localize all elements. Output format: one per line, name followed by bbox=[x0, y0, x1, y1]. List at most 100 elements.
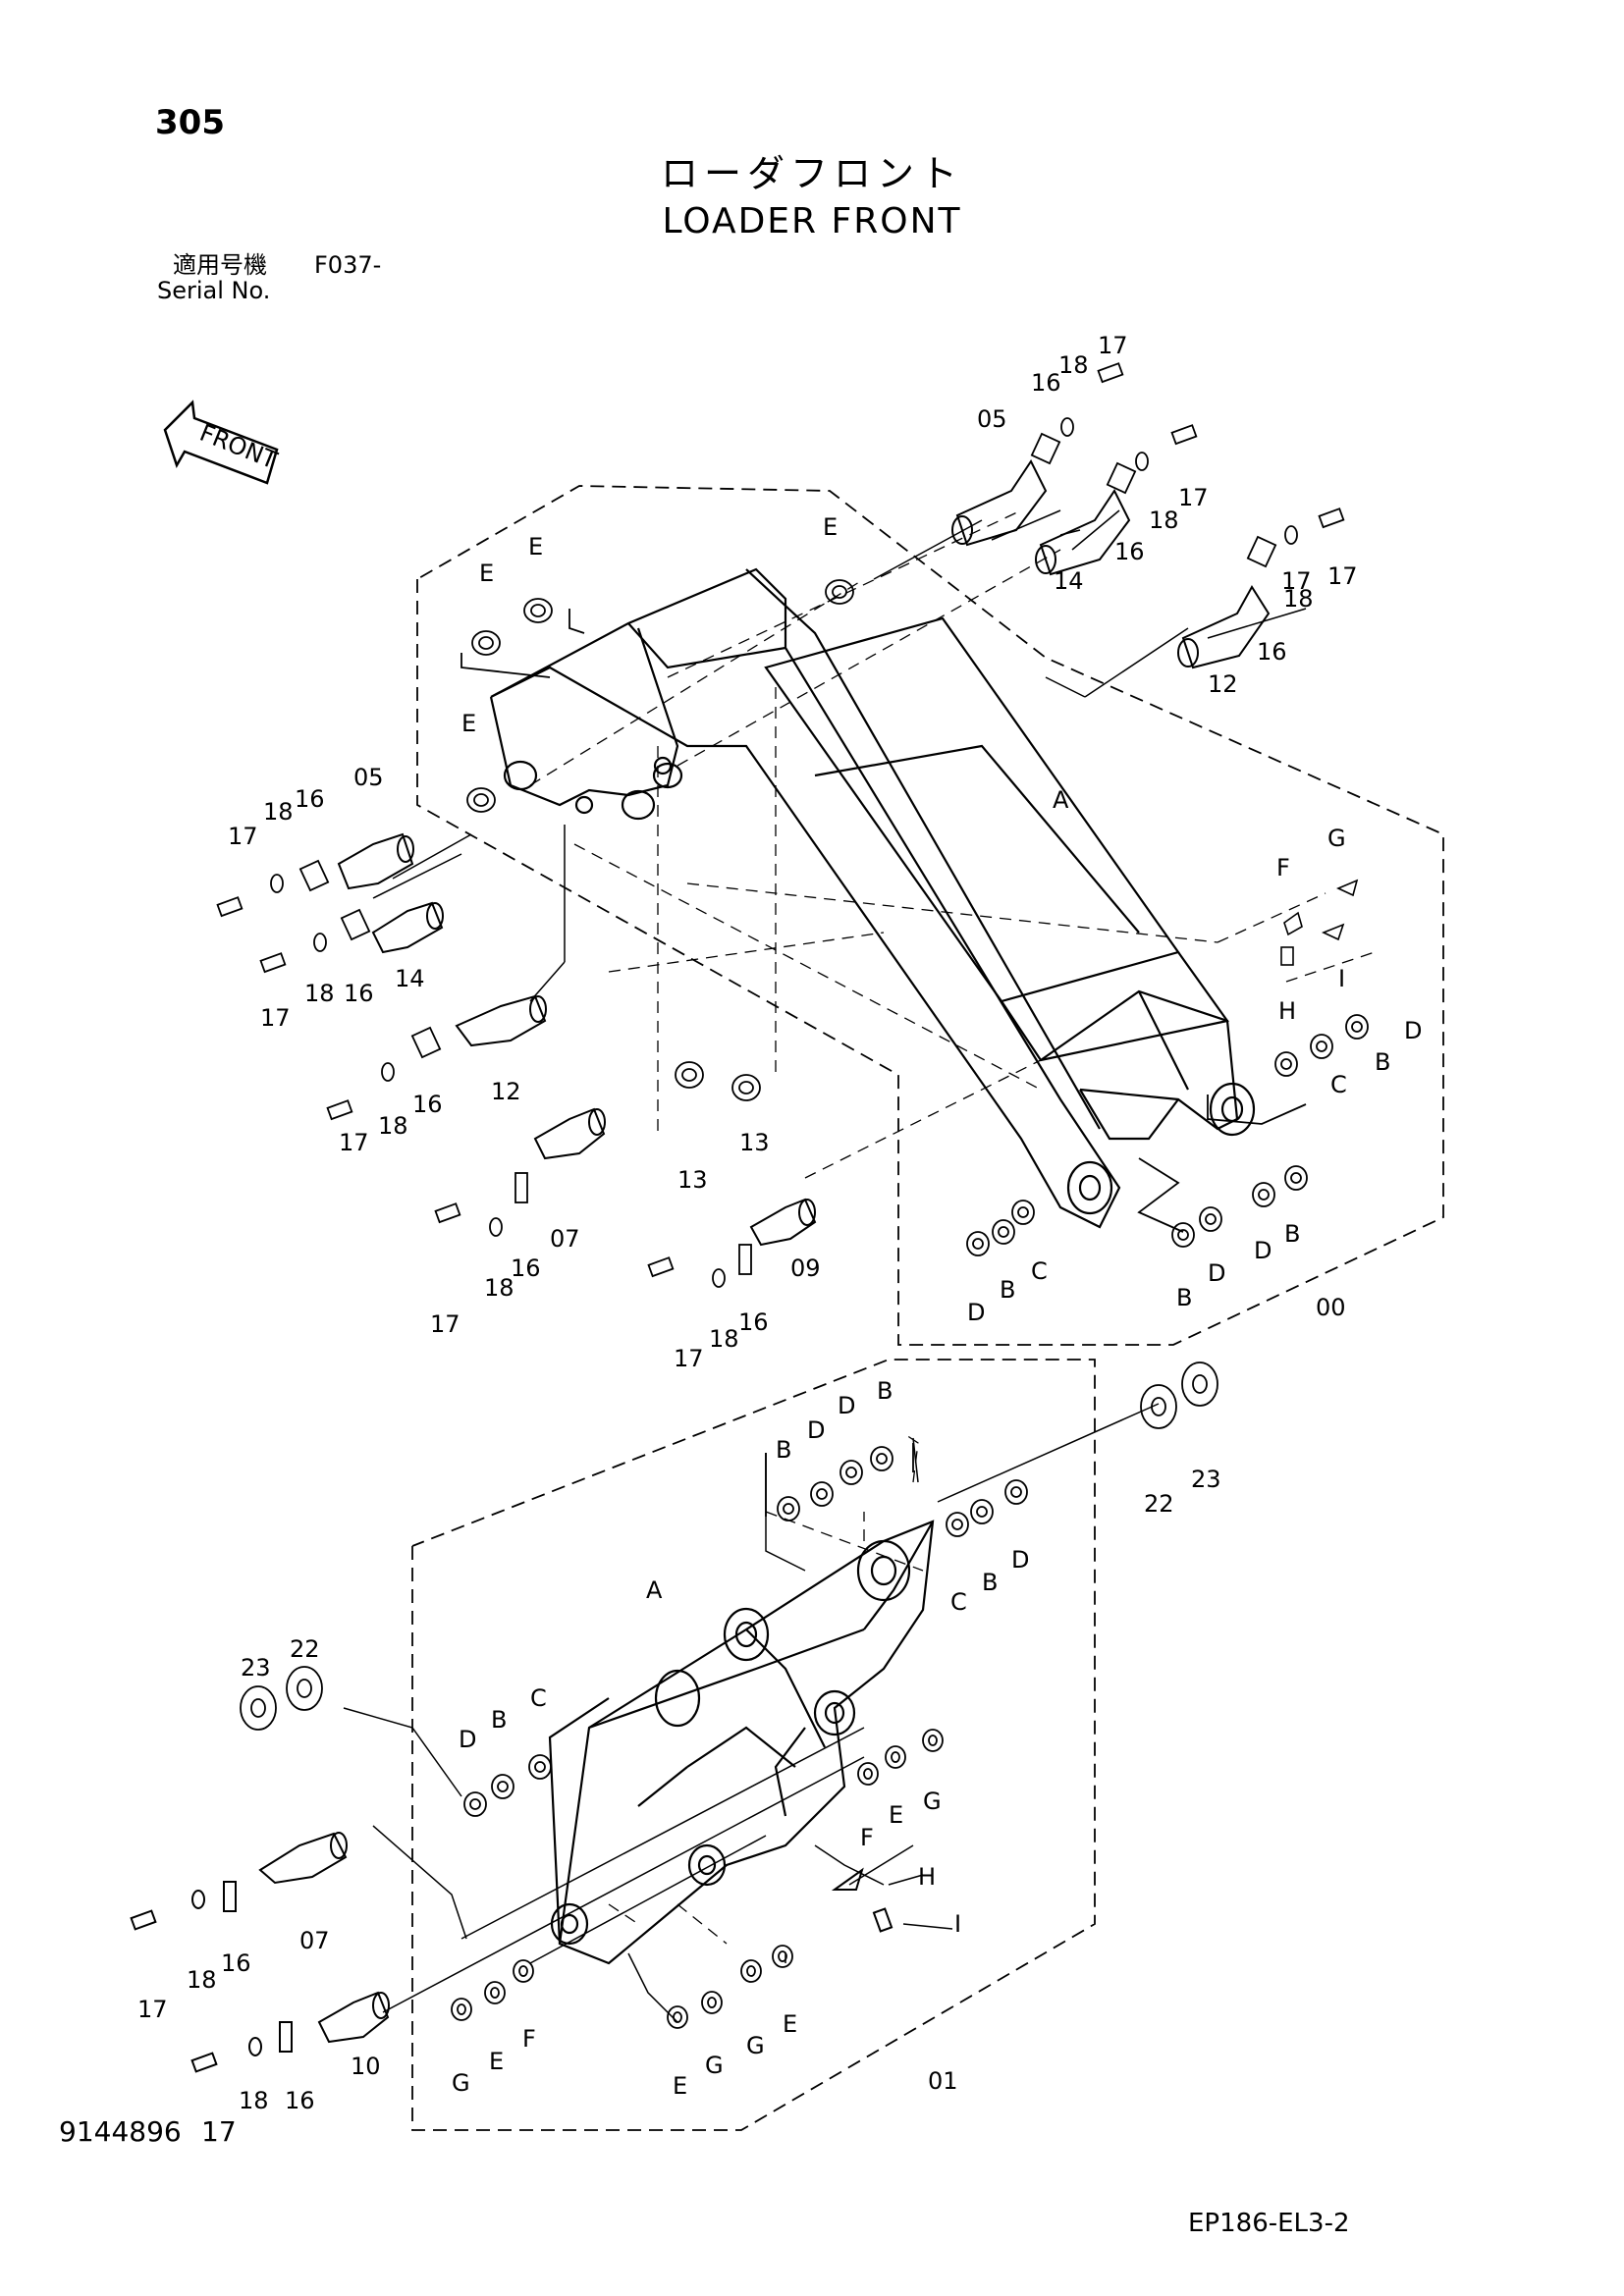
callout-label: G bbox=[746, 2032, 765, 2059]
upper-small-parts bbox=[1280, 879, 1359, 966]
callout-label: 00 bbox=[1316, 1294, 1346, 1321]
callout-label: 16 bbox=[1114, 538, 1145, 565]
callout-label: 13 bbox=[677, 1166, 708, 1194]
callout-label: I bbox=[954, 1910, 961, 1938]
callout-label: B bbox=[1284, 1220, 1300, 1248]
callout-label: 23 bbox=[1191, 1466, 1221, 1493]
upper-bushing-stacks bbox=[675, 1014, 1369, 1256]
callout-label: B bbox=[982, 1569, 998, 1596]
callout-label: G bbox=[923, 1788, 942, 1815]
lower-assembly-boundary bbox=[411, 1359, 1096, 2131]
callout-label: B bbox=[877, 1377, 893, 1405]
callout-label: D bbox=[967, 1299, 985, 1326]
callout-label: 16 bbox=[738, 1308, 769, 1336]
upper-e-bushings bbox=[460, 579, 854, 813]
callout-label: 01 bbox=[928, 2067, 958, 2095]
page-number: 305 bbox=[155, 103, 225, 142]
callout-label: G bbox=[705, 2052, 724, 2079]
callout-label: A bbox=[646, 1576, 663, 1604]
callout-label: H bbox=[918, 1863, 936, 1891]
callout-label: E bbox=[889, 1801, 903, 1829]
callout-label: F bbox=[522, 2025, 536, 2053]
callout-label: C bbox=[1031, 1257, 1048, 1285]
upper-left-pins bbox=[337, 832, 817, 1247]
callout-label: 18 bbox=[709, 1325, 739, 1353]
callout-label: A bbox=[1053, 786, 1069, 814]
callout-label: E bbox=[489, 2048, 504, 2075]
drawing-reference-code: EP186-EL3-2 bbox=[1188, 2209, 1350, 2238]
page-title-japanese: ローダフロント bbox=[660, 152, 963, 195]
upper-centerlines bbox=[529, 509, 1376, 1179]
callout-label: G bbox=[1327, 825, 1346, 852]
callout-label: B bbox=[491, 1706, 507, 1734]
serial-code: F037- bbox=[314, 251, 382, 279]
callout-label: D bbox=[807, 1416, 825, 1444]
callout-label: 17 bbox=[430, 1310, 460, 1338]
document-number-part-label: 17 bbox=[201, 2115, 237, 2148]
callout-label: 23 bbox=[241, 1654, 271, 1682]
callout-label: 17 bbox=[1098, 332, 1128, 359]
callout-label: 16 bbox=[1257, 638, 1287, 666]
callout-label: E bbox=[823, 513, 838, 541]
callout-label: 18 bbox=[1058, 351, 1089, 379]
callout-label: 09 bbox=[790, 1255, 821, 1282]
callout-label: 17 bbox=[1327, 562, 1358, 590]
callout-label: 17 bbox=[674, 1345, 704, 1372]
callout-label: 10 bbox=[351, 2053, 381, 2080]
upper-leader-lines bbox=[372, 509, 1307, 1002]
callout-label: D bbox=[838, 1392, 855, 1419]
callout-label: 22 bbox=[1144, 1490, 1174, 1518]
callout-label: 16 bbox=[1031, 369, 1061, 397]
callout-label: 18 bbox=[378, 1112, 408, 1140]
lower-pins-and-fasteners bbox=[130, 1832, 893, 2073]
callout-label: 16 bbox=[221, 1949, 251, 1977]
callout-label: D bbox=[1254, 1237, 1272, 1264]
lower-loader-arm bbox=[548, 1520, 935, 1965]
callout-label: 05 bbox=[353, 764, 384, 791]
callout-label: D bbox=[1011, 1546, 1029, 1574]
callout-label: 16 bbox=[295, 785, 325, 813]
callout-label: B bbox=[1375, 1048, 1390, 1076]
callout-label: E bbox=[783, 2010, 797, 2038]
callout-label: E bbox=[673, 2072, 687, 2100]
callout-label: H bbox=[1278, 997, 1296, 1025]
callout-label: G bbox=[452, 2069, 470, 2097]
callout-label: D bbox=[459, 1726, 476, 1753]
callout-label: 17 bbox=[1178, 484, 1209, 511]
callout-label: 17 bbox=[1281, 567, 1312, 595]
callout-label: B bbox=[1000, 1276, 1015, 1304]
serial-label-english: Serial No. bbox=[157, 277, 271, 304]
callout-label: 12 bbox=[1208, 670, 1238, 698]
front-arrow-icon: FRONT bbox=[163, 400, 281, 485]
callout-labels: 17 18 16 05 17 18 17 E 16 14 18 17 E E 1… bbox=[137, 332, 1422, 2114]
callout-label: 17 bbox=[228, 823, 258, 850]
callout-label: 07 bbox=[299, 1927, 330, 1954]
callout-label: F bbox=[1276, 854, 1290, 881]
document-number: 9144896 bbox=[59, 2115, 182, 2148]
callout-label: 17 bbox=[260, 1004, 291, 1032]
callout-label: 18 bbox=[187, 1966, 217, 1994]
callout-label: B bbox=[1176, 1284, 1192, 1311]
callout-label: I bbox=[1338, 965, 1345, 992]
callout-label: 18 bbox=[1283, 585, 1314, 613]
callout-label: E bbox=[479, 560, 494, 587]
callout-label: 18 bbox=[239, 2087, 269, 2114]
callout-label: 17 bbox=[339, 1129, 369, 1156]
callout-label: E bbox=[461, 710, 476, 737]
callout-label: 18 bbox=[263, 798, 294, 826]
callout-label: 18 bbox=[304, 980, 335, 1007]
callout-label: 16 bbox=[412, 1091, 443, 1118]
callout-label: 13 bbox=[739, 1129, 770, 1156]
callout-label: C bbox=[1330, 1071, 1347, 1098]
serial-label-japanese: 適用号機 bbox=[173, 251, 267, 279]
callout-label: 18 bbox=[1149, 507, 1179, 534]
callout-label: 07 bbox=[550, 1225, 580, 1253]
callout-label: F bbox=[860, 1824, 874, 1851]
lower-bushing-stacks bbox=[240, 1362, 1218, 2029]
callout-label: C bbox=[530, 1684, 547, 1712]
callout-label: 22 bbox=[290, 1635, 320, 1663]
callout-label: 05 bbox=[977, 405, 1007, 433]
callout-label: E bbox=[528, 533, 543, 561]
callout-label: C bbox=[950, 1588, 967, 1616]
